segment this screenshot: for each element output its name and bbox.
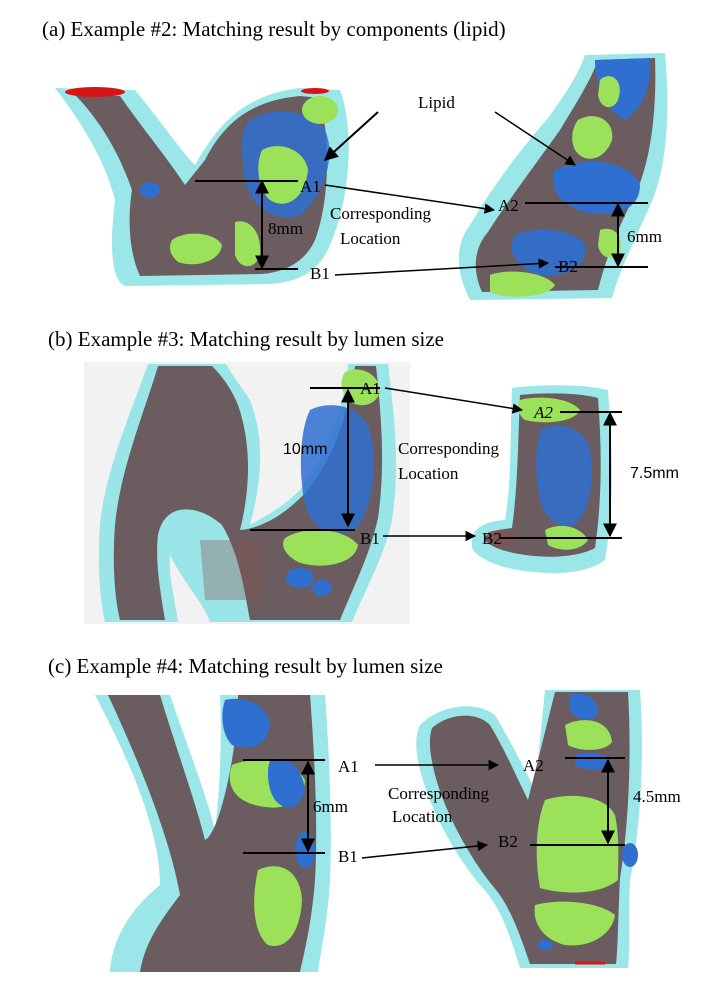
panel-c-corresponding-label: Corresponding <box>388 784 490 803</box>
panel-c-b2-label: B2 <box>498 832 518 851</box>
red-marker-icon <box>65 87 125 97</box>
panel-b-right-vessel <box>471 385 612 574</box>
panel-a-a2-label: A2 <box>498 196 519 215</box>
panel-b-corresponding-label: Corresponding <box>398 439 500 458</box>
panel-b-left-vessel <box>98 364 397 622</box>
panel-b-annotations <box>250 387 622 542</box>
panel-c-right-vessel <box>416 690 642 968</box>
panel-a-b2-label: B2 <box>558 257 578 276</box>
panel-c-left-vessel <box>95 695 331 972</box>
panel-b-location-label: Location <box>398 464 459 483</box>
panel-b-left-distance: 10mm <box>283 441 328 458</box>
panel-b-a2-label: A2 <box>534 403 553 422</box>
panel-a-annotations <box>195 111 648 276</box>
red-marker-icon <box>301 88 329 94</box>
panel-b-a1-label: A1 <box>360 379 381 398</box>
panel-a-b1-label: B1 <box>310 264 330 283</box>
panel-c-a1-label: A1 <box>338 757 359 776</box>
panel-a-right-distance: 6mm <box>627 227 662 246</box>
panel-c-annotations <box>243 757 625 859</box>
panel-a-left-distance: 8mm <box>268 219 303 238</box>
panel-c-b1-label: B1 <box>338 847 358 866</box>
panel-b-b1-label: B1 <box>360 529 380 548</box>
panel-b-title: (b) Example #3: Matching result by lumen… <box>48 327 444 351</box>
panel-a-a1-label: A1 <box>300 177 321 196</box>
panel-a-location-label: Location <box>340 229 401 248</box>
panel-b-b2-label: B2 <box>482 529 502 548</box>
panel-b-right-distance: 7.5mm <box>630 465 679 482</box>
panel-c-title: (c) Example #4: Matching result by lumen… <box>48 654 443 678</box>
panel-a-corresponding-label: Corresponding <box>330 204 432 223</box>
panel-a-lipid-label: Lipid <box>418 93 455 112</box>
panel-c-a2-label: A2 <box>523 756 544 775</box>
panel-a-title: (a) Example #2: Matching result by compo… <box>42 17 506 41</box>
panel-c-left-distance: 6mm <box>313 797 348 816</box>
panel-c-right-distance: 4.5mm <box>633 787 681 806</box>
panel-c-location-label: Location <box>392 807 453 826</box>
